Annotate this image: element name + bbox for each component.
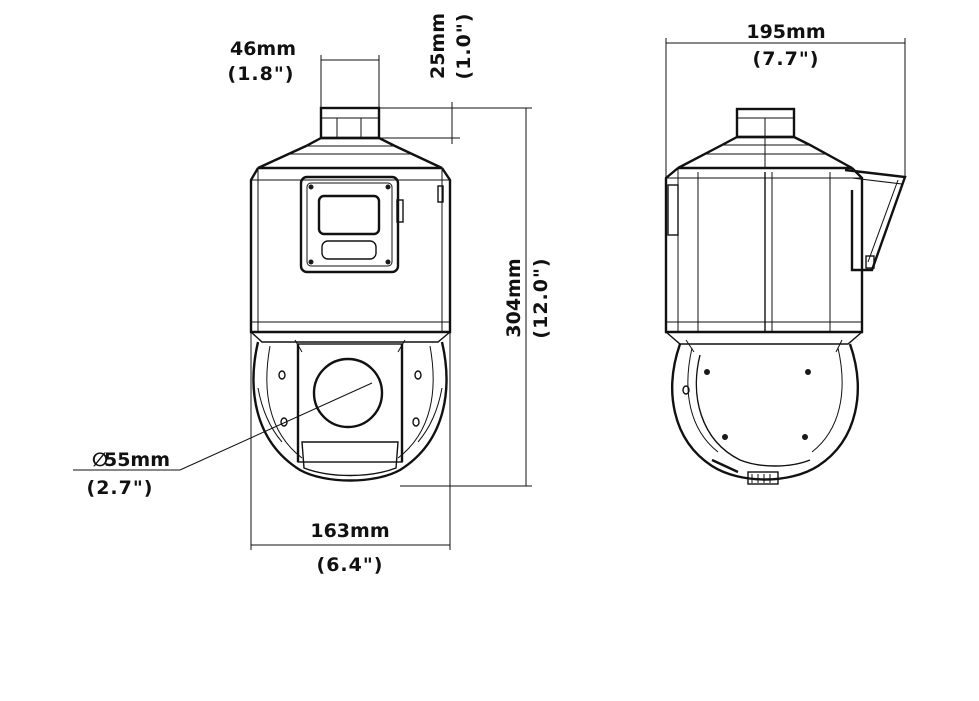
body-width-value: 163mm xyxy=(310,520,389,542)
side-housing xyxy=(664,167,864,334)
dim-mount-width: 46mm (1.8") xyxy=(228,38,380,108)
front-lens xyxy=(312,357,384,429)
front-dome xyxy=(252,339,448,482)
total-height-imperial: (12.0") xyxy=(530,257,552,338)
mount-height-imperial: (1.0") xyxy=(453,13,475,80)
dim-total-height: 304mm (12.0") xyxy=(379,107,552,487)
front-camera-window xyxy=(299,175,444,274)
lens-diameter-imperial: (2.7") xyxy=(87,477,154,499)
dim-depth: 195mm (7.7") xyxy=(665,21,906,178)
mount-width-value: 46mm xyxy=(230,38,296,60)
front-mount xyxy=(319,106,381,140)
front-view: 46mm (1.8") 25mm (1.0") 304mm (12.0") ∅ … xyxy=(73,13,552,576)
dim-body-width: 163mm (6.4") xyxy=(250,332,451,576)
side-mount xyxy=(735,107,796,139)
front-top-cone xyxy=(257,136,443,170)
depth-value: 195mm xyxy=(746,21,825,43)
total-height-value: 304mm xyxy=(503,258,525,337)
front-housing xyxy=(249,167,452,334)
dim-mount-height: 25mm (1.0") xyxy=(379,13,475,144)
side-sunshield xyxy=(844,168,907,272)
mount-height-value: 25mm xyxy=(427,13,449,79)
body-width-imperial: (6.4") xyxy=(317,554,384,576)
dim-lens-diameter: ∅ 55mm (2.7") xyxy=(73,382,373,499)
lens-diameter-symbol: ∅ xyxy=(92,449,108,471)
lens-diameter-value: 55mm xyxy=(104,449,170,471)
front-lower-window xyxy=(301,441,399,477)
mount-width-imperial: (1.8") xyxy=(228,63,295,85)
side-view: 195mm (7.7") xyxy=(664,21,907,485)
side-dome xyxy=(671,339,859,485)
depth-imperial: (7.7") xyxy=(753,48,820,70)
